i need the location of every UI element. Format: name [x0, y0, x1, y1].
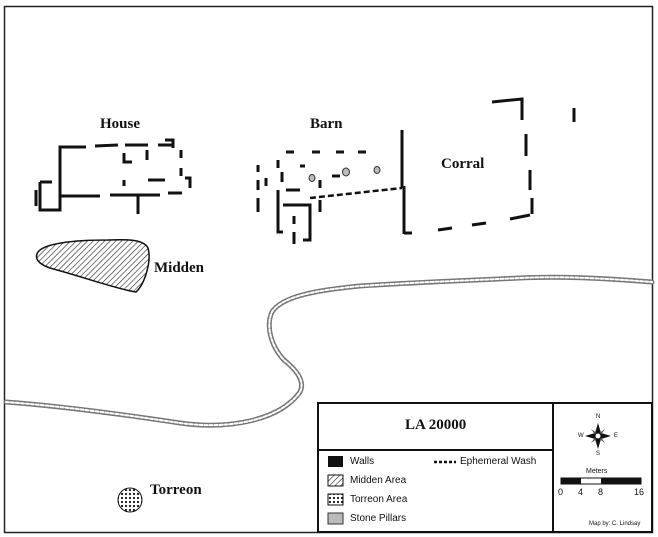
label-barn: Barn: [310, 116, 343, 132]
compass-rose-icon: [585, 423, 611, 449]
scale-unit: Meters: [586, 468, 608, 475]
legend-wash-label: Ephemeral Wash: [460, 456, 537, 467]
house-walls: [34, 138, 192, 214]
legend-torreon-swatch: [327, 493, 344, 506]
scale-tick-0: 0: [558, 487, 564, 497]
legend-midden-label: Midden Area: [350, 475, 407, 486]
legend-midden-swatch: [327, 474, 344, 487]
legend-pillars-swatch: [327, 512, 344, 525]
compass-w: W: [578, 433, 584, 439]
scale-tick-4: 4: [578, 487, 584, 497]
compass-s: S: [596, 451, 601, 457]
barn-dashed-wall: [309, 186, 403, 200]
map-credit: Map by: C. Lindsay: [589, 521, 641, 527]
label-house: House: [100, 116, 141, 132]
scale-bar: [560, 477, 642, 485]
midden-area: [35, 238, 150, 293]
legend-pillars-label: Stone Pillars: [350, 513, 407, 524]
torreon-area: [117, 487, 143, 513]
legend-title: LA 20000: [405, 417, 467, 433]
compass-n: N: [596, 414, 601, 420]
stone-pillars: [308, 166, 381, 182]
compass-e: E: [614, 433, 619, 439]
legend-walls-label: Walls: [350, 456, 375, 467]
label-torreon: Torreon: [150, 482, 202, 498]
scale-tick-8: 8: [598, 487, 604, 497]
label-corral: Corral: [441, 156, 485, 172]
legend-box: [317, 402, 653, 533]
legend-walls-swatch: [328, 456, 343, 467]
label-midden: Midden: [154, 260, 205, 276]
corral-walls: [400, 97, 576, 235]
barn-walls: [256, 132, 404, 244]
legend-torreon-label: Torreon Area: [350, 494, 408, 505]
scale-tick-16: 16: [634, 487, 645, 497]
